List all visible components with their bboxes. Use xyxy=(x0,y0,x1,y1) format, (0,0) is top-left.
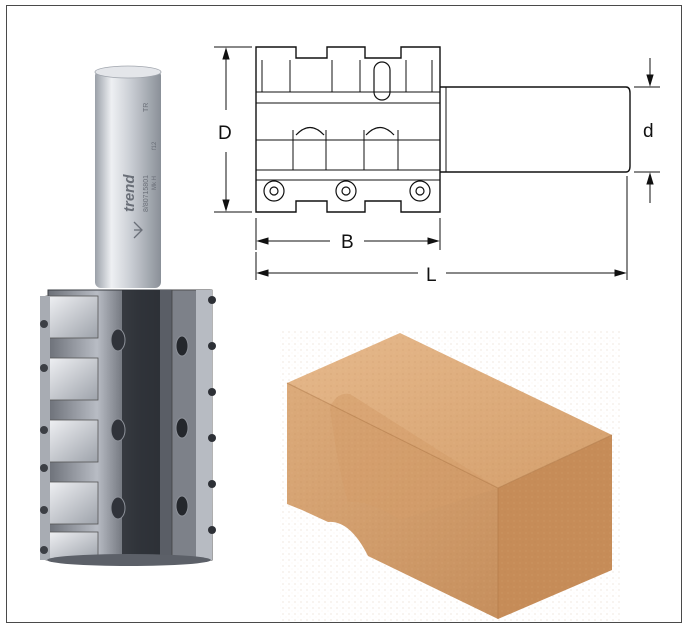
bit-bottom xyxy=(47,554,211,566)
shank-mark-1: TR xyxy=(143,103,150,112)
dimension-D xyxy=(214,46,252,213)
shank-mark-4: f12 xyxy=(152,141,158,150)
shank-logo-arrow xyxy=(133,221,143,239)
label-d: d xyxy=(643,121,654,142)
workpiece-profile-block xyxy=(280,330,620,622)
bit-shank-end xyxy=(94,65,162,79)
dimension-L xyxy=(255,176,628,280)
label-D: D xyxy=(218,123,232,144)
block-texture xyxy=(280,330,620,622)
bit-screws xyxy=(110,328,189,520)
drawing-screws xyxy=(263,180,431,202)
label-L: L xyxy=(426,265,437,286)
shank-mark-2: 8/80715801 xyxy=(143,175,150,212)
router-bit-photo: trend TR 8/80715801 Mk H f12 xyxy=(40,65,216,566)
technical-drawing xyxy=(214,46,660,280)
dimension-d xyxy=(634,58,660,203)
drawing-cutter-outline xyxy=(255,46,441,213)
drawing-shank xyxy=(440,86,631,173)
bit-flute-edge xyxy=(160,290,172,560)
bit-flute xyxy=(122,290,162,560)
label-B: B xyxy=(341,232,354,253)
shank-brand-text: trend xyxy=(121,174,138,212)
shank-mark-3: Mk H xyxy=(152,176,158,190)
dimension-B xyxy=(255,218,441,250)
bit-shank xyxy=(95,70,161,288)
bit-left-cutters xyxy=(40,295,99,561)
